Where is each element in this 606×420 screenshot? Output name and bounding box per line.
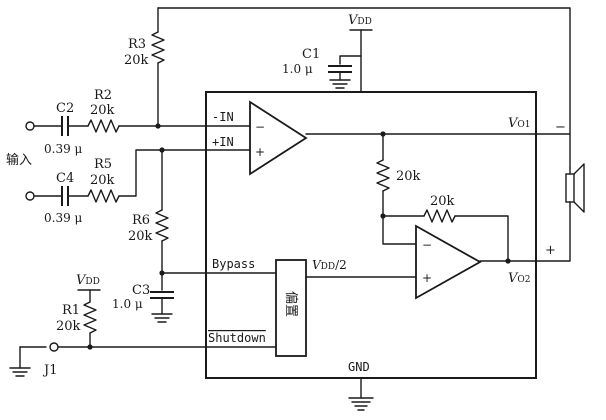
speaker-plus: + — [545, 243, 556, 258]
bias-label: 偏置 — [283, 291, 298, 317]
c3-capacitor — [150, 291, 174, 299]
wire-rmid-bottom — [382, 190, 417, 245]
wire-rfb-right — [454, 215, 509, 262]
opamp2-plus: + — [422, 271, 432, 285]
c1-capacitor — [328, 65, 352, 73]
r3-value: 20k — [124, 53, 149, 68]
vdd-top-label: VDD — [348, 13, 372, 28]
opamp2-minus: − — [422, 238, 432, 252]
ic-body — [205, 91, 537, 379]
r5-value: 20k — [90, 173, 115, 188]
pin-pos-in: +IN — [212, 135, 234, 149]
wire-c1 — [339, 55, 362, 65]
r2-resistor — [87, 119, 120, 133]
gnd-symbol — [348, 397, 374, 411]
opamp2 — [415, 224, 482, 300]
r5-name: R5 — [94, 157, 112, 172]
pin-shutdown: Shutdown — [208, 331, 266, 345]
rmid-resistor — [376, 159, 390, 192]
j1-label: J1 — [42, 363, 57, 378]
speaker-minus: − — [555, 120, 566, 135]
c4-capacitor — [61, 186, 69, 206]
r1-resistor — [83, 301, 97, 334]
opamp1-minus: − — [255, 120, 265, 134]
c2-value: 0.39 μ — [44, 142, 83, 156]
vo2-label: VO2 — [508, 271, 531, 286]
j1-terminal[interactable] — [49, 342, 59, 352]
j1-ground — [9, 367, 31, 377]
speaker-body — [565, 173, 575, 203]
c3-value: 1.0 μ — [112, 297, 143, 311]
r5-resistor — [87, 189, 120, 203]
c3-name: C3 — [132, 283, 150, 298]
wire-r5-posin — [118, 149, 251, 197]
r6-name: R6 — [132, 213, 150, 228]
c3-ground — [151, 313, 173, 323]
c2-capacitor — [61, 116, 69, 136]
bias-block — [275, 259, 307, 357]
c4-name: C4 — [56, 171, 74, 186]
input1-terminal[interactable] — [25, 121, 35, 131]
c4-value: 0.39 μ — [44, 211, 83, 225]
pin-neg-in: -IN — [212, 110, 234, 124]
input2-terminal[interactable] — [25, 191, 35, 201]
c1-name: C1 — [302, 47, 320, 62]
speaker-cone — [573, 163, 585, 213]
rmid-value: 20k — [396, 169, 421, 184]
r6-resistor — [155, 209, 169, 242]
wire-vo2 — [479, 205, 571, 262]
c2-name: C2 — [56, 101, 74, 116]
opamp1-plus: + — [255, 145, 265, 159]
opamp1 — [249, 100, 308, 176]
r2-name: R2 — [94, 88, 112, 103]
rfb-value: 20k — [430, 194, 455, 209]
gnd-label: GND — [348, 360, 370, 374]
vdd-half-label: VDD/2 — [312, 258, 347, 272]
r2-value: 20k — [90, 103, 115, 118]
input-label: 输入 — [6, 152, 32, 168]
c1-value: 1.0 μ — [282, 62, 313, 76]
pin-bypass: Bypass — [212, 257, 255, 271]
wire-feedback-top — [157, 7, 571, 169]
r6-value: 20k — [128, 229, 153, 244]
r3-resistor — [151, 31, 165, 64]
r1-name: R1 — [62, 303, 80, 318]
rfb-resistor — [423, 209, 456, 223]
r1-value: 20k — [56, 319, 81, 334]
r3-name: R3 — [128, 37, 146, 52]
vdd-left-label: VDD — [76, 273, 100, 288]
vo1-label: VO1 — [508, 116, 531, 131]
c1-ground — [329, 79, 351, 89]
